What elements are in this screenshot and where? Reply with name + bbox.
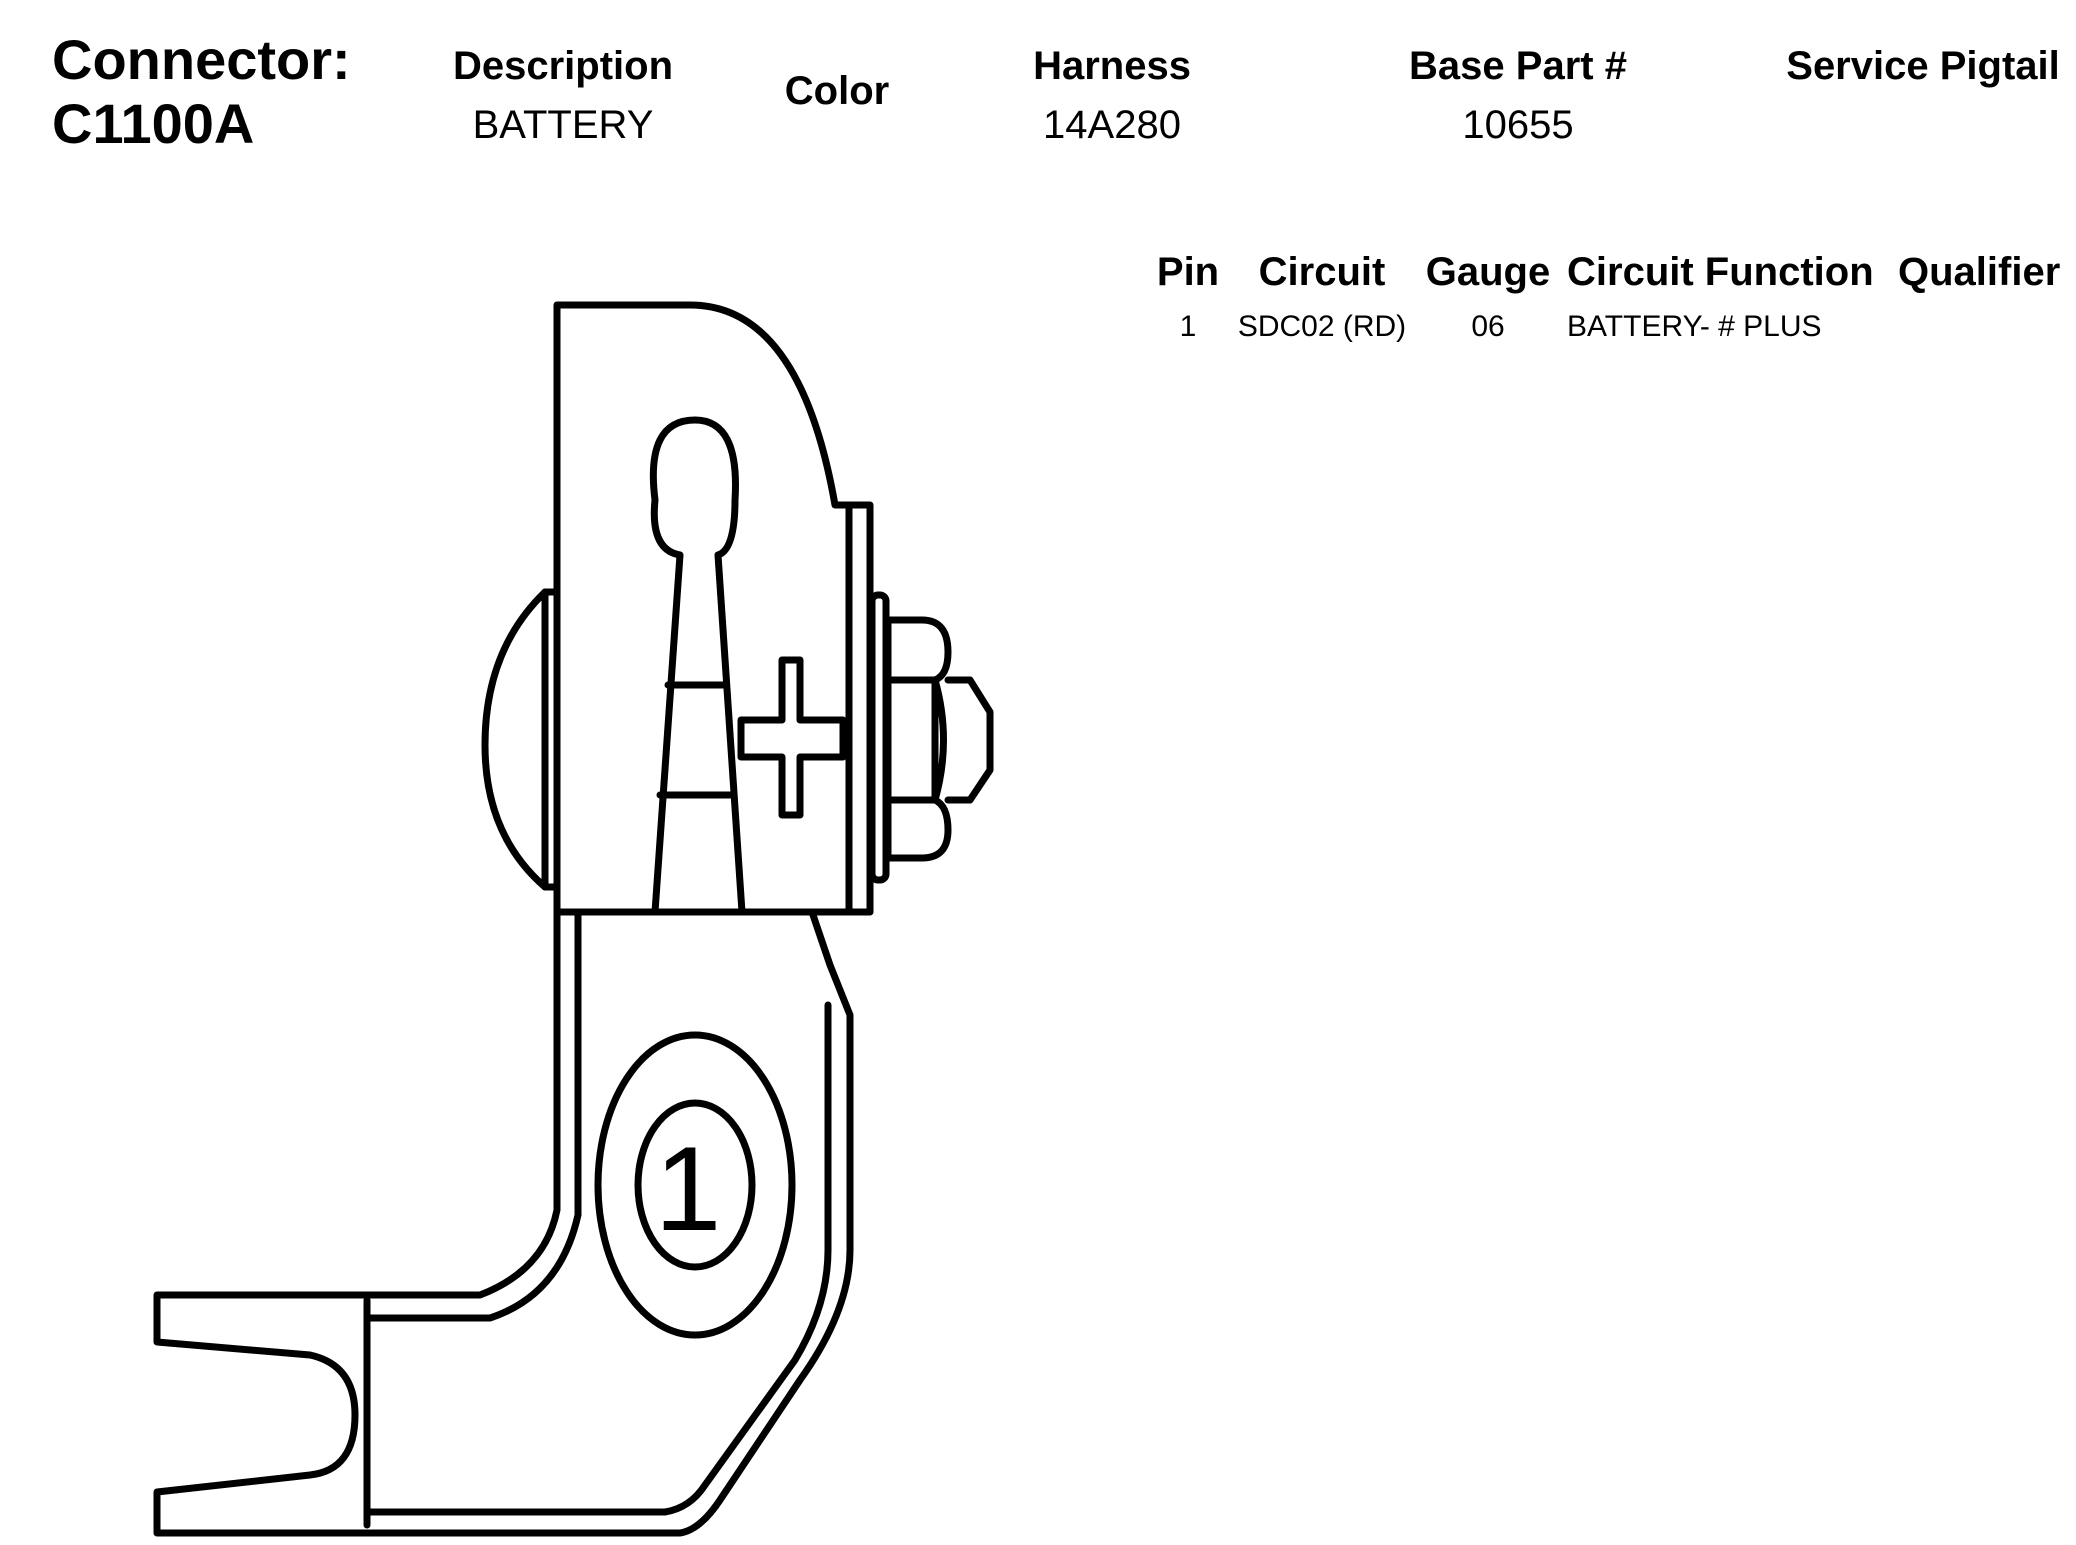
harness-value: 14A280 [1043, 103, 1181, 147]
row-pin: 1 [1179, 310, 1197, 343]
connector-label: Connector: [52, 28, 351, 91]
washer [868, 591, 890, 884]
color-label: Color [784, 69, 890, 113]
bolt-tip [944, 676, 994, 804]
col-circuit: Circuit [1258, 250, 1386, 294]
base-part-value: 10655 [1462, 103, 1574, 147]
pin-circle-inner [634, 1099, 756, 1271]
connector-id: C1100A [52, 92, 255, 155]
row-gauge: 06 [1471, 310, 1505, 343]
description-value: BATTERY [472, 103, 654, 147]
harness-label: Harness [1033, 44, 1191, 88]
terminal-arm-inner [363, 908, 832, 1516]
terminal-head [553, 301, 874, 916]
col-pin: Pin [1156, 250, 1220, 294]
base-part-label: Base Part # [1409, 44, 1627, 88]
description-label: Description [452, 44, 674, 88]
col-qualifier: Qualifier [1898, 250, 2061, 294]
row-circuit-function: BATTERY- # PLUS [1567, 310, 1822, 343]
terminal-arm-outer [153, 908, 854, 1537]
row-circuit: SDC02 (RD) [1237, 310, 1407, 343]
pin-circle-outer [594, 1031, 796, 1339]
left-dome [481, 588, 561, 891]
col-circuit-function: Circuit Function [1567, 250, 1874, 294]
plus-sign [737, 656, 847, 819]
service-pigtail-label: Service Pigtail [1786, 44, 2060, 88]
pin-number-label: 1 [655, 1122, 722, 1256]
col-gauge: Gauge [1425, 250, 1551, 294]
keyhole-slot [649, 416, 746, 916]
nut [884, 616, 952, 862]
